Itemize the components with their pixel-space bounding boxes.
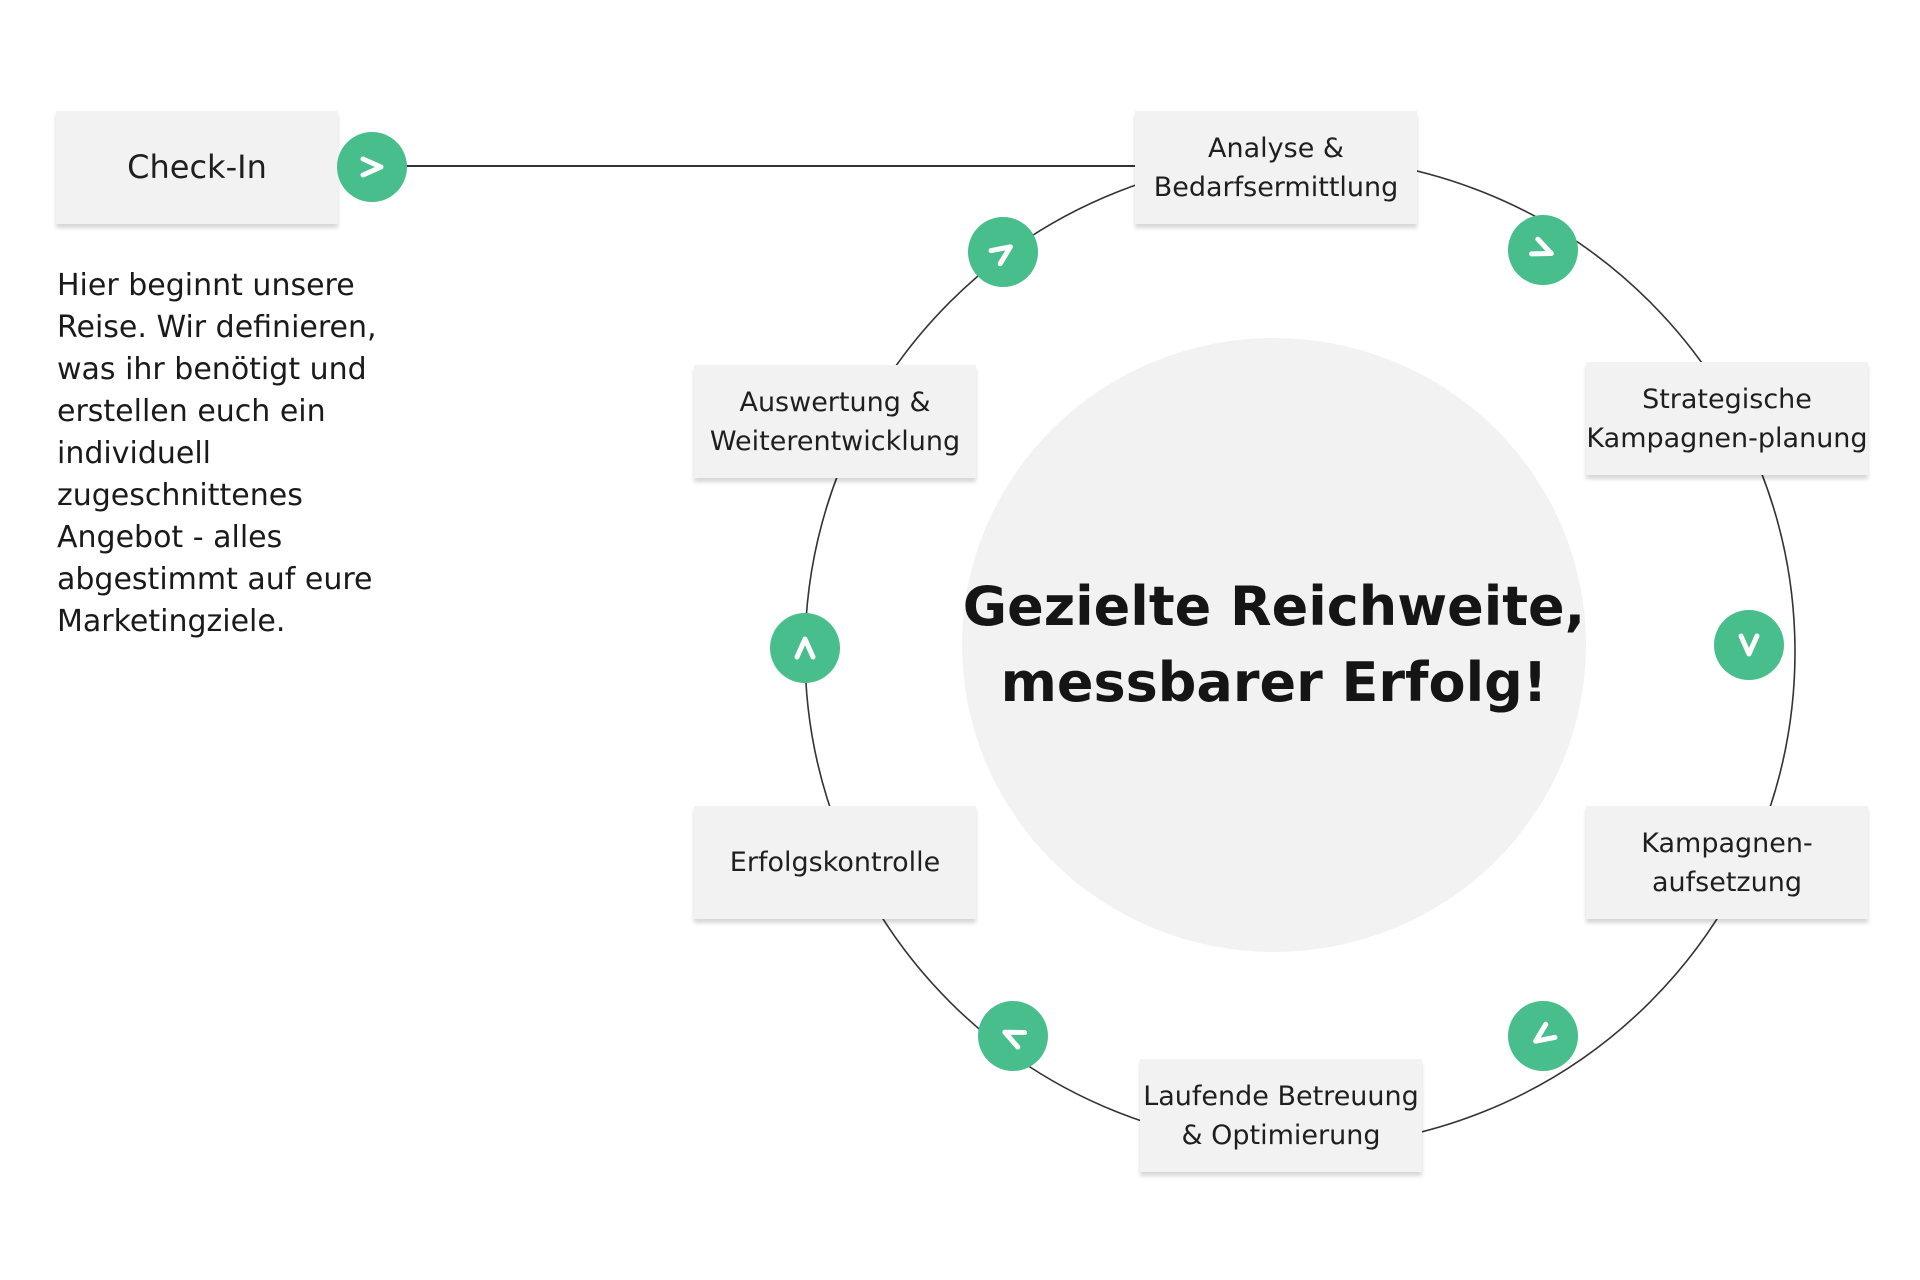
step-box-betreuung: Laufende Betreuung & Optimierung xyxy=(1140,1059,1422,1172)
cycle-arrow-icon xyxy=(968,217,1038,287)
step-label: Strategische Kampagnen-planung xyxy=(1586,383,1868,454)
step-box-analyse: Analyse & Bedarfsermittlung xyxy=(1135,111,1417,224)
checkin-arrow-icon xyxy=(337,132,407,202)
step-box-erfolgskontrolle: Erfolgskontrolle xyxy=(694,806,976,919)
step-label: Auswertung & Weiterentwicklung xyxy=(709,386,961,457)
step-label: Erfolgskontrolle xyxy=(729,847,941,878)
center-circle: Gezielte Reichweite, messbarer Erfolg! xyxy=(962,338,1586,952)
cycle-arrow-icon xyxy=(770,613,840,683)
step-label: Analyse & Bedarfsermittlung xyxy=(1153,132,1399,203)
checkin-description: Hier beginnt unsere Reise. Wir definiere… xyxy=(57,268,377,639)
step-label: Kampagnen- aufsetzung xyxy=(1641,827,1813,898)
step-label: Laufende Betreuung & Optimierung xyxy=(1143,1080,1419,1151)
step-box-kampagnenplanung: Strategische Kampagnen-planung xyxy=(1586,362,1868,475)
cycle-arrow-icon xyxy=(1714,610,1784,680)
checkin-box: Check-In xyxy=(56,111,338,224)
step-box-auswertung: Auswertung & Weiterentwicklung xyxy=(694,365,976,478)
cycle-arrow-icon xyxy=(978,1001,1048,1071)
center-title: Gezielte Reichweite, messbarer Erfolg! xyxy=(962,575,1586,714)
cycle-arrow-icon xyxy=(1508,1001,1578,1071)
checkin-label: Check-In xyxy=(127,148,267,186)
step-box-kampagnenaufsetzung: Kampagnen- aufsetzung xyxy=(1586,806,1868,919)
cycle-arrow-icon xyxy=(1508,215,1578,285)
